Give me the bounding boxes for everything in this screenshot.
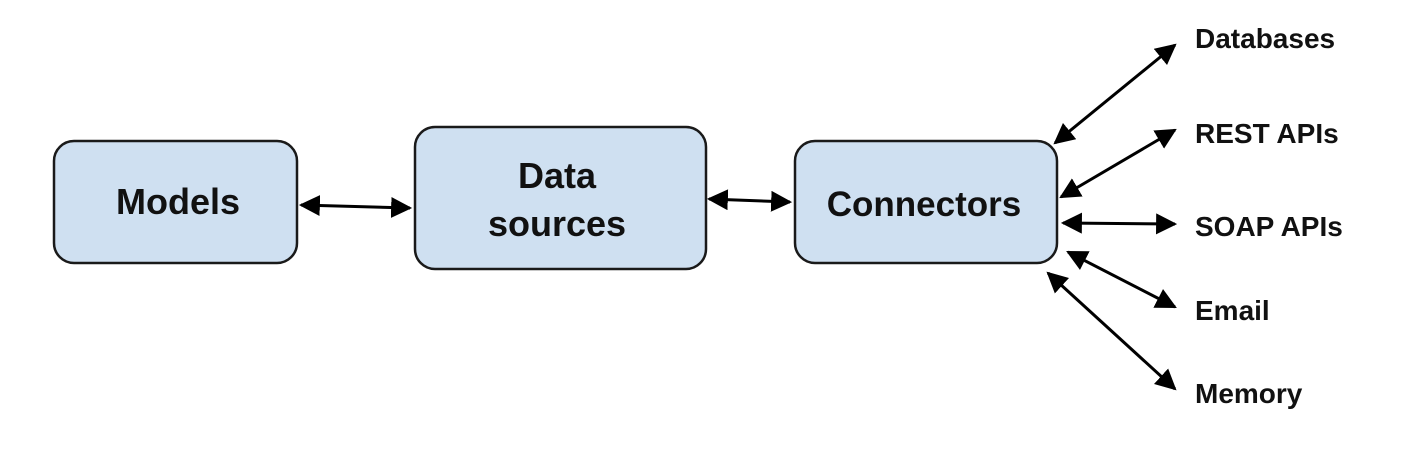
target-email-label: Email	[1195, 295, 1270, 326]
data-sources-label-line2: sources	[488, 203, 626, 244]
connectors-rest-arrow	[1059, 128, 1177, 199]
target-memory-label: Memory	[1195, 378, 1303, 409]
target-rest-label: REST APIs	[1195, 118, 1339, 149]
connectors-node: Connectors	[793, 139, 1059, 265]
models-datasources-arrow	[298, 195, 413, 218]
connectors-databases-arrow	[1053, 43, 1177, 145]
models-box	[52, 139, 299, 265]
connectors-soap-arrow	[1060, 212, 1178, 235]
data-sources-node: Data sources	[413, 125, 708, 271]
connectors-email-arrow	[1066, 250, 1177, 309]
data-sources-box	[413, 125, 708, 271]
target-soap-label: SOAP APIs	[1195, 211, 1343, 242]
datasources-connectors-arrow	[706, 189, 793, 212]
models-label: Models	[116, 181, 240, 222]
connectors-box	[793, 139, 1059, 265]
connectors-label: Connectors	[827, 185, 1021, 224]
data-sources-label-line1: Data	[518, 155, 597, 196]
models-node: Models	[52, 139, 299, 265]
target-databases-label: Databases	[1195, 23, 1335, 54]
connectors-memory-arrow	[1046, 271, 1177, 391]
